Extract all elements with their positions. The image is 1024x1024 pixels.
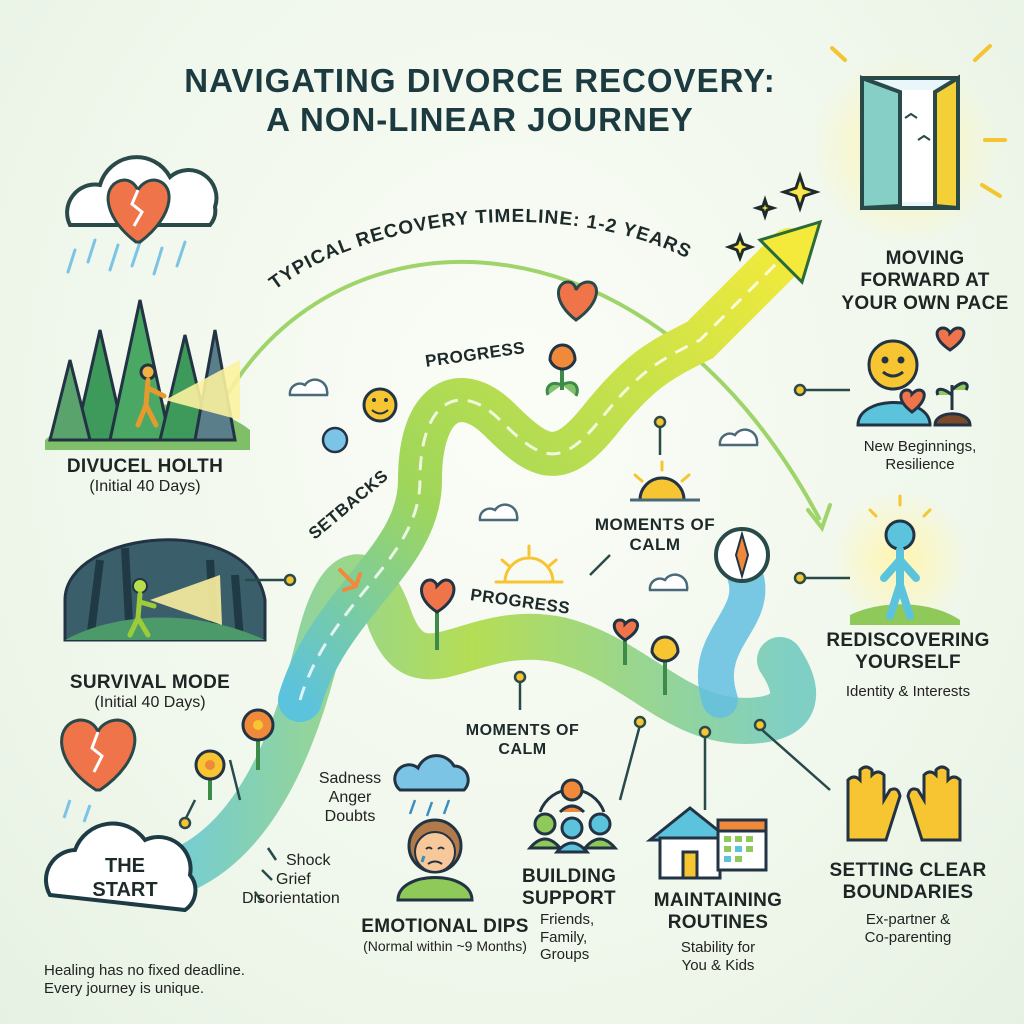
divucel-heading: DIVUCEL HOLTH (66, 456, 224, 477)
timeline-arc-arrowhead (806, 503, 832, 533)
new-beginnings-icon (856, 326, 972, 427)
rediscovering-stage: REDISCOVERING YOURSELF Identity & Intere… (808, 630, 1008, 701)
routines-heading-1: MAINTAINING (653, 890, 783, 911)
sparkle-icon (724, 171, 821, 263)
emotional-dips-sub: (Normal within ~9 Months) (363, 938, 527, 955)
divucel-stage: DIVUCEL HOLTH (Initial 40 Days) (30, 456, 260, 497)
divucel-sub: (Initial 40 Days) (89, 478, 201, 496)
building-support-stage: BUILDING SUPPORT Friends, Family, Groups (522, 866, 632, 964)
forward-arrow-icon (757, 219, 823, 285)
support-sub-3: Groups (540, 946, 590, 964)
person-glow-icon (830, 490, 970, 630)
heart-icon (557, 280, 598, 322)
path-dashes (298, 248, 792, 701)
sadness-item: Sadness (318, 770, 382, 787)
routines-sub-1: Stability for (680, 938, 756, 956)
timeline-label: TYPICAL RECOVERY TIMELINE: 1-2 YEARS (266, 206, 695, 294)
smiley-icon (362, 387, 398, 423)
forward-line-3: YOUR OWN PACE (841, 292, 1009, 314)
path-to-compass (697, 557, 766, 718)
small-cloud-icon (288, 378, 759, 592)
setback-arrow-icon (338, 568, 362, 592)
calm-upper-label: MOMENTS OF CALM (594, 515, 716, 555)
open-door-icon (810, 44, 1007, 245)
support-sub-2: Family, (540, 928, 588, 946)
support-sub-1: Friends, (540, 910, 595, 928)
broken-heart-icon (106, 178, 171, 244)
boundaries-heading-1: SETTING CLEAR (829, 860, 987, 881)
anger-item: Anger (328, 788, 372, 806)
page-title: NAVIGATING DIVORCE RECOVERY: A NON-LINEA… (150, 62, 810, 140)
moving-forward-stage: MOVING FORWARD AT YOUR OWN PACE (830, 248, 1020, 315)
emotional-dips-stage: EMOTIONAL DIPS (Normal within ~9 Months) (345, 916, 545, 955)
survival-sub: (Initial 40 Days) (94, 694, 206, 712)
flower-icon (194, 708, 275, 800)
tulip-icon (545, 343, 579, 397)
boundaries-sub-2: Co-parenting (864, 928, 952, 946)
footer-note: Healing has no fixed deadline. Every jou… (44, 962, 245, 997)
rediscover-heading-2: YOURSELF (855, 652, 961, 674)
sun-icon (630, 460, 700, 502)
building-support-heading-2: SUPPORT (522, 888, 616, 910)
crying-person-icon (396, 818, 474, 902)
start-label: THE START (70, 855, 180, 902)
rediscover-heading-1: REDISCOVERING (826, 630, 990, 651)
new-beginnings-sub-1: New Beginnings, (863, 438, 977, 455)
maintaining-routines-stage: MAINTAINING ROUTINES Stability for You &… (638, 890, 798, 974)
group-people-icon (526, 778, 619, 854)
routines-heading-2: ROUTINES (667, 912, 769, 934)
raised-hands-icon (846, 765, 962, 842)
timeline-arc (203, 259, 822, 521)
disorientation-item: Disorientation (242, 889, 340, 907)
boundaries-sub-1: Ex-partner & (865, 910, 951, 928)
forward-line-2: FORWARD AT (860, 270, 990, 292)
start-cloud-icon (44, 821, 198, 913)
setting-boundaries-stage: SETTING CLEAR BOUNDARIES Ex-partner & Co… (808, 860, 1008, 946)
start-line-1: THE (105, 855, 145, 877)
survival-stage: SURVIVAL MODE (Initial 40 Days) (30, 672, 270, 713)
sun-icon (494, 544, 564, 584)
footer-line-2: Every journey is unique. (44, 979, 205, 997)
emotional-dips-heading: EMOTIONAL DIPS (361, 916, 529, 937)
title-line-2: A NON-LINEAR JOURNEY (266, 100, 694, 138)
title-line-1: NAVIGATING DIVORCE RECOVERY: (184, 62, 776, 99)
broken-heart-icon (60, 718, 137, 823)
rain-cloud-icon (393, 754, 470, 817)
routines-sub-2: You & Kids (681, 956, 755, 974)
calm-lower-label: MOMENTS OF CALM (465, 722, 580, 758)
compass-icon (714, 527, 770, 583)
rediscover-sub: Identity & Interests (845, 682, 971, 700)
house-calendar-icon (645, 806, 768, 880)
new-beginnings-stage: New Beginnings, Resilience (830, 438, 1010, 473)
dips-feelings-list: Sadness Anger Doubts (305, 770, 395, 827)
start-line-2: START (92, 878, 158, 901)
shock-item: Shock (286, 852, 331, 869)
dark-forest-icon (63, 538, 267, 642)
grief-item: Grief (276, 870, 311, 888)
connector-lines (178, 383, 850, 903)
rotate-icon (321, 426, 349, 454)
doubts-item: Doubts (324, 807, 376, 825)
building-support-heading-1: BUILDING (522, 866, 617, 887)
flower-icon (420, 578, 680, 695)
new-beginnings-sub-2: Resilience (885, 455, 955, 473)
survival-heading: SURVIVAL MODE (69, 672, 231, 693)
footer-line-1: Healing has no fixed deadline. (44, 962, 245, 979)
shock-list: Shock Grief Disorientation (240, 852, 340, 909)
forward-line-1: MOVING (885, 248, 965, 269)
boundaries-heading-2: BOUNDARIES (842, 882, 974, 904)
person-flashlight-icon (135, 363, 167, 428)
